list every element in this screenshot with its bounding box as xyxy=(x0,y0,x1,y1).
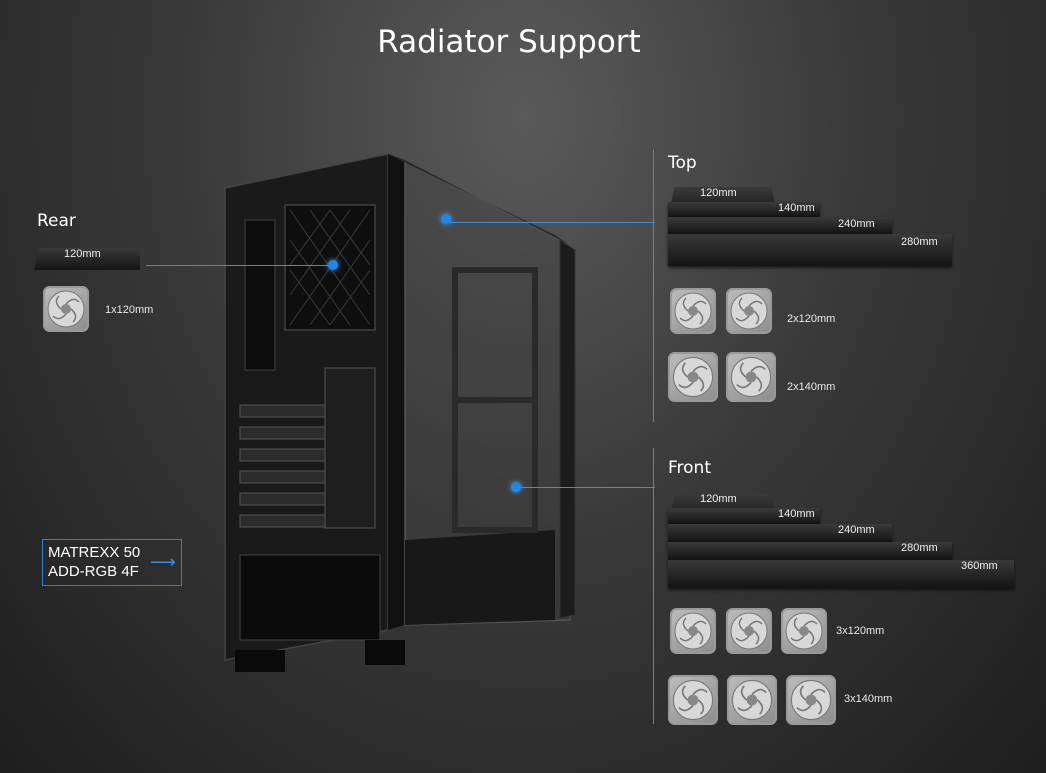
front-fan-icon xyxy=(670,608,716,654)
rear-indicator-dot xyxy=(328,260,338,270)
front-bar-label-120: 120mm xyxy=(700,493,737,505)
top-fan-config-120: 2x120mm xyxy=(787,313,836,325)
top-connector-line xyxy=(450,222,655,223)
top-fan-icon xyxy=(726,352,776,402)
model-line1: MATREXX 50 xyxy=(48,544,141,561)
front-bar-280 xyxy=(668,542,952,560)
arrow-right-icon: ⟶ xyxy=(150,552,176,572)
top-fan-icon xyxy=(670,288,716,334)
front-bar-label-360: 360mm xyxy=(961,560,998,572)
top-bar-240 xyxy=(668,217,892,234)
top-bar-280 xyxy=(668,234,952,266)
page-title: Radiator Support xyxy=(377,24,641,60)
pc-case-illustration xyxy=(224,153,576,672)
front-label: Front xyxy=(668,458,711,478)
front-fan-icon xyxy=(726,608,772,654)
rear-label: Rear xyxy=(37,211,76,231)
front-fan-icon xyxy=(786,675,836,725)
top-bar-label-280: 280mm xyxy=(901,236,938,248)
top-bar-label-120: 120mm xyxy=(700,187,737,199)
front-bar-240 xyxy=(668,524,892,542)
front-fan-config-120: 3x120mm xyxy=(836,625,885,637)
front-bar-140 xyxy=(668,508,820,524)
front-bar-label-280: 280mm xyxy=(901,542,938,554)
front-fan-icon xyxy=(668,675,718,725)
front-fan-icon xyxy=(727,675,777,725)
front-bar-label-240: 240mm xyxy=(838,524,875,536)
top-bar-140 xyxy=(668,202,820,217)
rear-bar-label-120: 120mm xyxy=(64,248,101,260)
rear-fan-icon xyxy=(43,286,89,332)
top-fan-config-140: 2x140mm xyxy=(787,381,836,393)
front-bar-label-140: 140mm xyxy=(778,508,815,520)
top-bar-label-240: 240mm xyxy=(838,218,875,230)
top-label: Top xyxy=(668,153,697,173)
top-bar-label-140: 140mm xyxy=(778,202,815,214)
model-line2: ADD-RGB 4F xyxy=(48,563,139,580)
front-bracket-line xyxy=(653,448,654,724)
front-connector-line xyxy=(518,487,655,488)
top-indicator-dot xyxy=(441,214,451,224)
front-indicator-dot xyxy=(511,482,521,492)
front-fan-icon xyxy=(781,608,827,654)
model-name: MATREXX 50 ADD-RGB 4F xyxy=(48,543,140,581)
front-bar-360 xyxy=(668,560,1014,588)
rear-fan-config: 1x120mm xyxy=(105,304,154,316)
rear-connector-line xyxy=(146,265,334,266)
rear-bar-120 xyxy=(34,248,140,270)
top-fan-icon xyxy=(668,352,718,402)
model-label-box xyxy=(42,539,182,586)
top-fan-icon xyxy=(726,288,772,334)
top-bracket-line xyxy=(653,150,654,422)
front-fan-config-140: 3x140mm xyxy=(844,693,893,705)
